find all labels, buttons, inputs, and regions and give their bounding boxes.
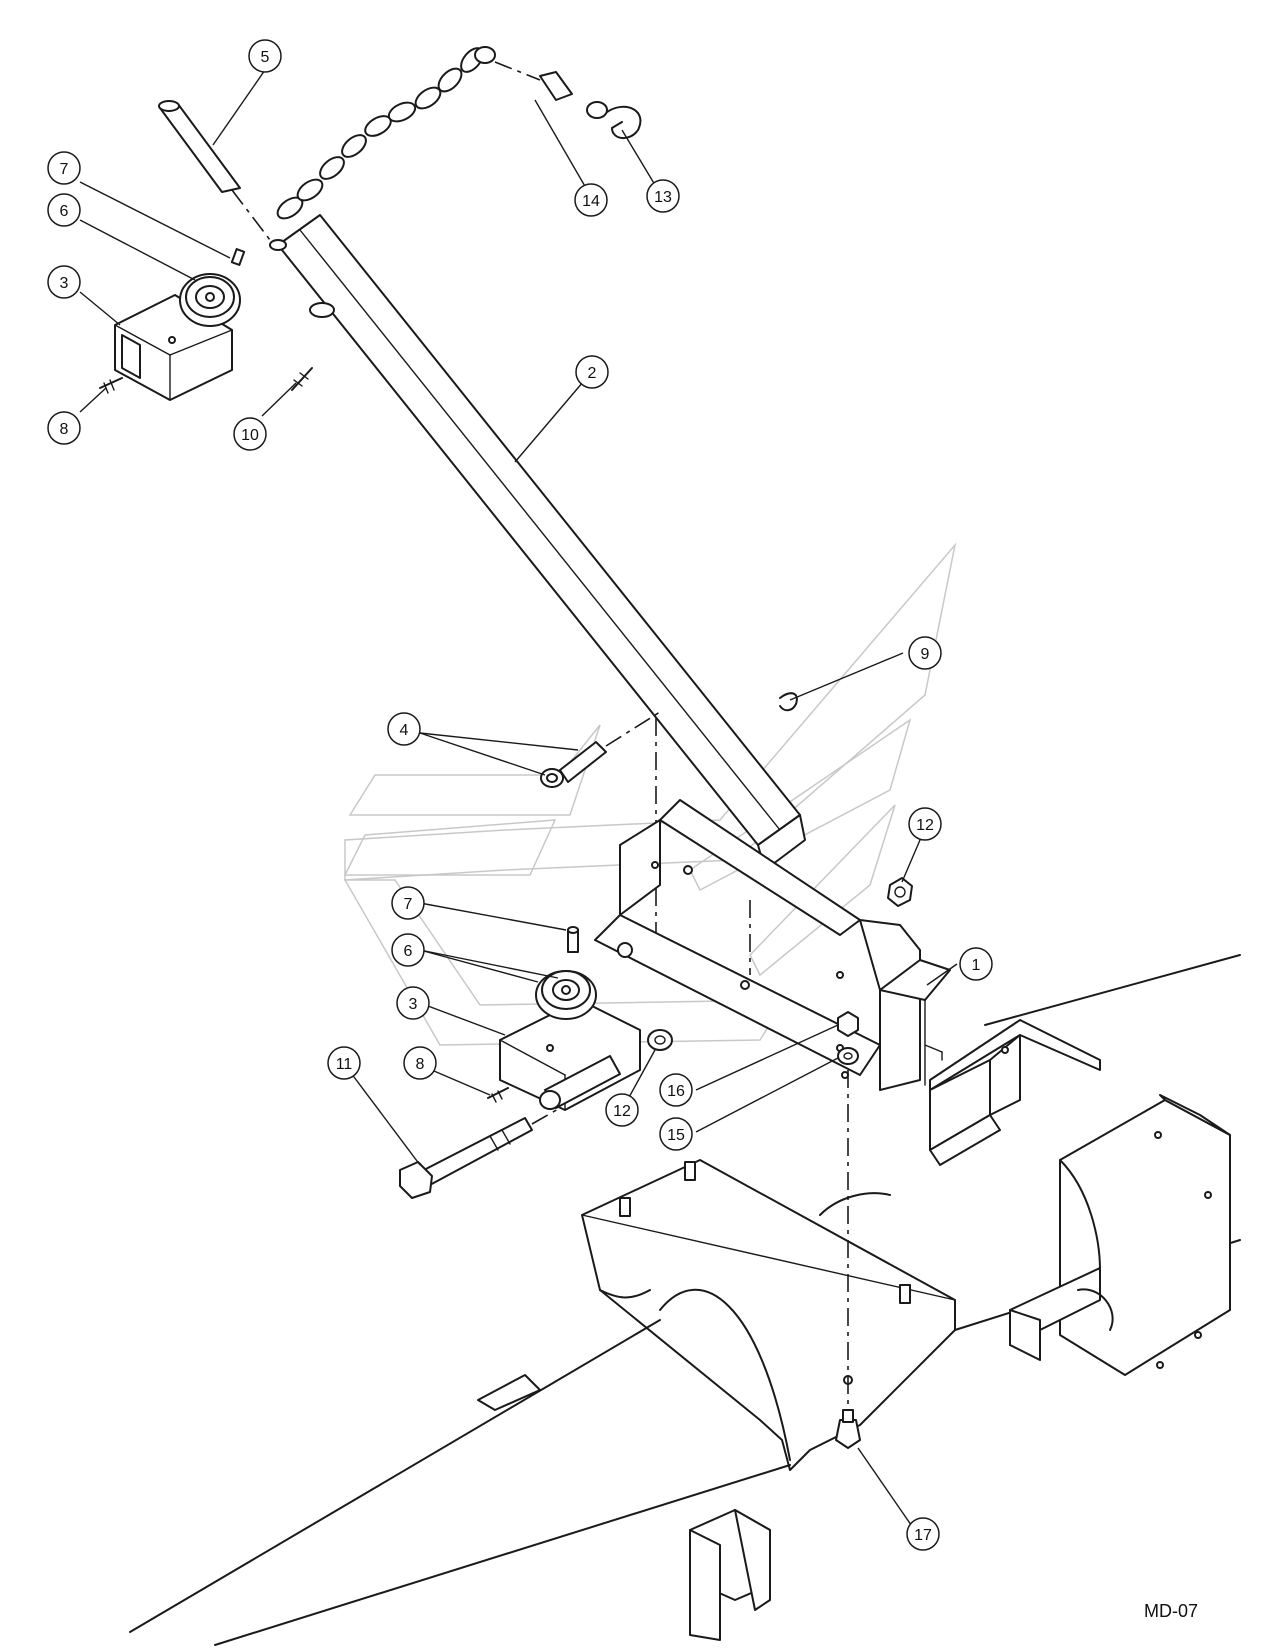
nut-lower xyxy=(647,1029,673,1051)
callout-17: 17 xyxy=(906,1517,940,1551)
svg-text:10: 10 xyxy=(241,427,259,444)
bottom-bolt xyxy=(835,1070,861,1449)
callout-5: 5 xyxy=(248,39,282,73)
chain-connector-link xyxy=(539,71,573,101)
svg-text:1: 1 xyxy=(972,957,981,974)
svg-text:12: 12 xyxy=(916,817,934,834)
svg-text:7: 7 xyxy=(404,896,413,913)
callout-15: 15 xyxy=(659,1117,693,1151)
svg-text:3: 3 xyxy=(409,996,418,1013)
boom-top-bracket xyxy=(929,1019,1101,1166)
lower-axle-bolt xyxy=(567,926,579,953)
svg-text:9: 9 xyxy=(921,646,930,663)
callout-7-upper: 7 xyxy=(47,151,81,185)
svg-text:6: 6 xyxy=(404,943,413,960)
svg-text:12: 12 xyxy=(613,1103,631,1120)
svg-text:8: 8 xyxy=(60,421,69,438)
svg-text:8: 8 xyxy=(416,1056,425,1073)
callout-4: 4 xyxy=(387,712,421,746)
svg-text:13: 13 xyxy=(654,189,672,206)
svg-text:4: 4 xyxy=(400,722,409,739)
pin-upper xyxy=(158,100,271,241)
hex-nut xyxy=(837,1011,859,1037)
nut-upper xyxy=(887,877,913,907)
base-bracket xyxy=(594,799,951,1091)
callout-12-upper: 12 xyxy=(908,807,942,841)
svg-text:16: 16 xyxy=(667,1083,685,1100)
long-hex-bolt xyxy=(399,1107,561,1199)
watermark-logo xyxy=(343,542,957,1046)
callout-11: 11 xyxy=(327,1046,361,1080)
svg-text:6: 6 xyxy=(60,203,69,220)
callout-9: 9 xyxy=(908,636,942,670)
callout-8-upper: 8 xyxy=(47,411,81,445)
callout-13: 13 xyxy=(646,179,680,213)
svg-text:17: 17 xyxy=(914,1527,932,1544)
lower-tube-clamp xyxy=(689,1509,771,1641)
drawing-code-label: MD-07 xyxy=(1143,1601,1198,1621)
svg-text:7: 7 xyxy=(60,161,69,178)
main-arm-tube xyxy=(269,214,806,871)
callout-12-lower: 12 xyxy=(605,1093,639,1127)
lower-set-screw xyxy=(487,1087,509,1103)
flat-washer xyxy=(837,1047,859,1065)
callout-6-lower: 6 xyxy=(391,933,425,967)
callout-7-lower: 7 xyxy=(391,886,425,920)
svg-text:14: 14 xyxy=(582,193,600,210)
right-side-bracket xyxy=(1009,1094,1231,1376)
svg-text:5: 5 xyxy=(261,49,270,66)
upper-pulley-wheel xyxy=(179,273,241,327)
svg-text:3: 3 xyxy=(60,275,69,292)
pivot-clip xyxy=(779,692,798,712)
svg-text:15: 15 xyxy=(667,1127,685,1144)
callout-6-upper: 6 xyxy=(47,193,81,227)
callout-10: 10 xyxy=(233,417,267,451)
hook xyxy=(586,101,642,139)
svg-text:11: 11 xyxy=(336,1056,353,1073)
chain xyxy=(276,46,541,220)
callout-3-upper: 3 xyxy=(47,265,81,299)
lower-pulley-wheel xyxy=(535,970,597,1020)
callout-1: 1 xyxy=(959,947,993,981)
callout-16: 16 xyxy=(659,1073,693,1107)
callout-8-lower: 8 xyxy=(403,1046,437,1080)
left-tube-clamp xyxy=(477,1374,541,1411)
callout-3-lower: 3 xyxy=(396,986,430,1020)
svg-text:2: 2 xyxy=(588,365,597,382)
callout-2: 2 xyxy=(575,355,609,389)
callout-14: 14 xyxy=(574,183,608,217)
mounting-saddle xyxy=(581,1159,956,1471)
leader-lines xyxy=(79,69,958,1536)
arm-set-screw xyxy=(291,367,313,391)
upper-axle-bolt xyxy=(230,248,246,266)
